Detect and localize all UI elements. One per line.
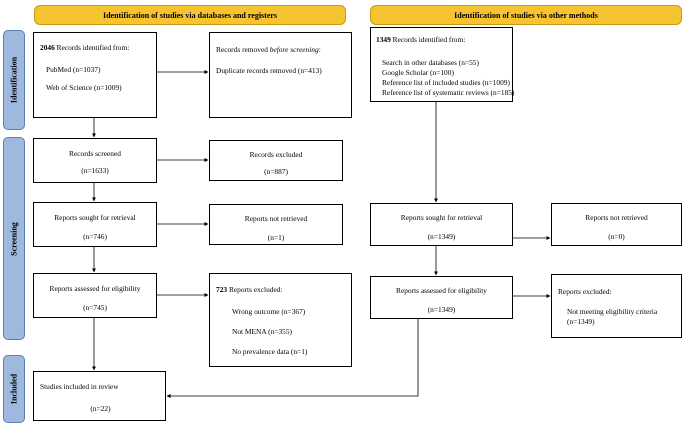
records-removed-prefix: Records removed xyxy=(216,45,270,54)
db-reports-assessed-n: (n=745) xyxy=(83,303,107,313)
other-reports-not-retrieved-box: Reports not retrieved (n=0) xyxy=(551,203,682,246)
db-reports-not-retrieved-box: Reports not retrieved (n=1) xyxy=(209,204,343,245)
records-screened-label: Records screened xyxy=(69,149,121,158)
studies-included-n: (n=22) xyxy=(90,404,111,413)
source-google-scholar: Google Scholar (n=100) xyxy=(382,68,454,77)
other-reports-assessed-box: Reports assessed for eligibility (n=1349… xyxy=(370,276,513,319)
phase-screening: Screening xyxy=(3,137,25,340)
other-reports-assessed-n: (n=1349) xyxy=(427,305,456,315)
source-other-databases: Search in other databases (n=55) xyxy=(382,58,479,67)
db-reports-sought-n: (n=746) xyxy=(83,232,107,242)
db-reports-excluded-count: 723 xyxy=(216,285,228,294)
other-exclusion-n: (n=1349) xyxy=(567,317,595,326)
other-reports-sought-label: Reports sought for retrieval xyxy=(400,213,483,222)
other-records-identified-label: Records identified from: xyxy=(390,35,466,44)
exclusion-wrong-outcome: Wrong outcome (n=367) xyxy=(232,307,306,316)
arrow-other-assessed-to-included xyxy=(166,319,419,398)
header-databases: Identification of studies via databases … xyxy=(34,5,346,25)
source-included-studies-refs: Reference list of included studies (n=10… xyxy=(382,78,510,87)
records-excluded-label: Records excluded xyxy=(249,150,303,159)
duplicate-records-removed: Duplicate records removed (n=413) xyxy=(216,66,322,75)
db-reports-assessed-box: Reports assessed for eligibility (n=745) xyxy=(33,273,157,318)
db-reports-excluded-box: 723 Reports excluded: Wrong outcome (n=3… xyxy=(209,273,352,367)
records-removed-suffix: : xyxy=(318,45,321,54)
other-reports-sought-n: (n=1349) xyxy=(427,232,456,242)
exclusion-no-prevalence-data: No prevalence data (n=1) xyxy=(232,347,308,356)
records-screened-box: Records screened (n=1633) xyxy=(33,138,157,183)
db-reports-sought-label: Reports sought for retrieval xyxy=(54,213,136,222)
records-excluded-box: Records excluded (n=887) xyxy=(209,140,343,181)
source-pubmed: PubMed (n=1037) xyxy=(46,65,101,74)
source-systematic-reviews-refs: Reference list of systematic reviews (n=… xyxy=(382,88,515,97)
other-reports-excluded-label: Reports excluded: xyxy=(558,287,612,296)
db-reports-sought-box: Reports sought for retrieval (n=746) xyxy=(33,202,157,247)
records-removed-italic: before screening xyxy=(269,45,319,54)
other-reports-not-retrieved-n: (n=0) xyxy=(608,232,625,242)
other-reports-assessed-label: Reports assessed for eligibility xyxy=(396,286,487,295)
other-reports-excluded-box: Reports excluded: Not meeting eligibilit… xyxy=(551,274,682,338)
phase-included: Included xyxy=(3,355,25,423)
records-identified-count: 2046 xyxy=(40,43,55,52)
studies-included-label: Studies included in review xyxy=(40,382,119,391)
studies-included-box: Studies included in review (n=22) xyxy=(33,371,166,421)
other-reports-sought-box: Reports sought for retrieval (n=1349) xyxy=(370,203,513,246)
other-exclusion-criteria: Not meeting eligibility criteria xyxy=(567,307,658,316)
db-reports-excluded-label: Reports excluded: xyxy=(227,285,283,294)
db-reports-assessed-label: Reports assessed for eligibility xyxy=(49,284,141,293)
phase-identification: Identification xyxy=(3,30,25,130)
records-removed-box: Records removed before screening: Duplic… xyxy=(209,32,352,118)
db-reports-not-retrieved-n: (n=1) xyxy=(267,233,285,243)
header-other-methods: Identification of studies via other meth… xyxy=(370,5,682,25)
records-excluded-n: (n=887) xyxy=(264,167,288,177)
other-records-identified-box: 1349 Records identified from: Search in … xyxy=(370,27,515,102)
other-reports-not-retrieved-label: Reports not retrieved xyxy=(585,213,648,222)
records-identified-box: 2046 Records identified from: PubMed (n=… xyxy=(33,32,157,118)
source-web-of-science: Web of Science (n=1009) xyxy=(46,83,122,92)
other-records-identified-count: 1349 xyxy=(376,35,391,44)
records-screened-n: (n=1633) xyxy=(81,166,109,176)
db-reports-not-retrieved-label: Reports not retrieved xyxy=(244,214,308,223)
records-identified-label: Records identified from: xyxy=(54,43,130,52)
exclusion-not-mena: Not MENA (n=355) xyxy=(232,327,293,336)
